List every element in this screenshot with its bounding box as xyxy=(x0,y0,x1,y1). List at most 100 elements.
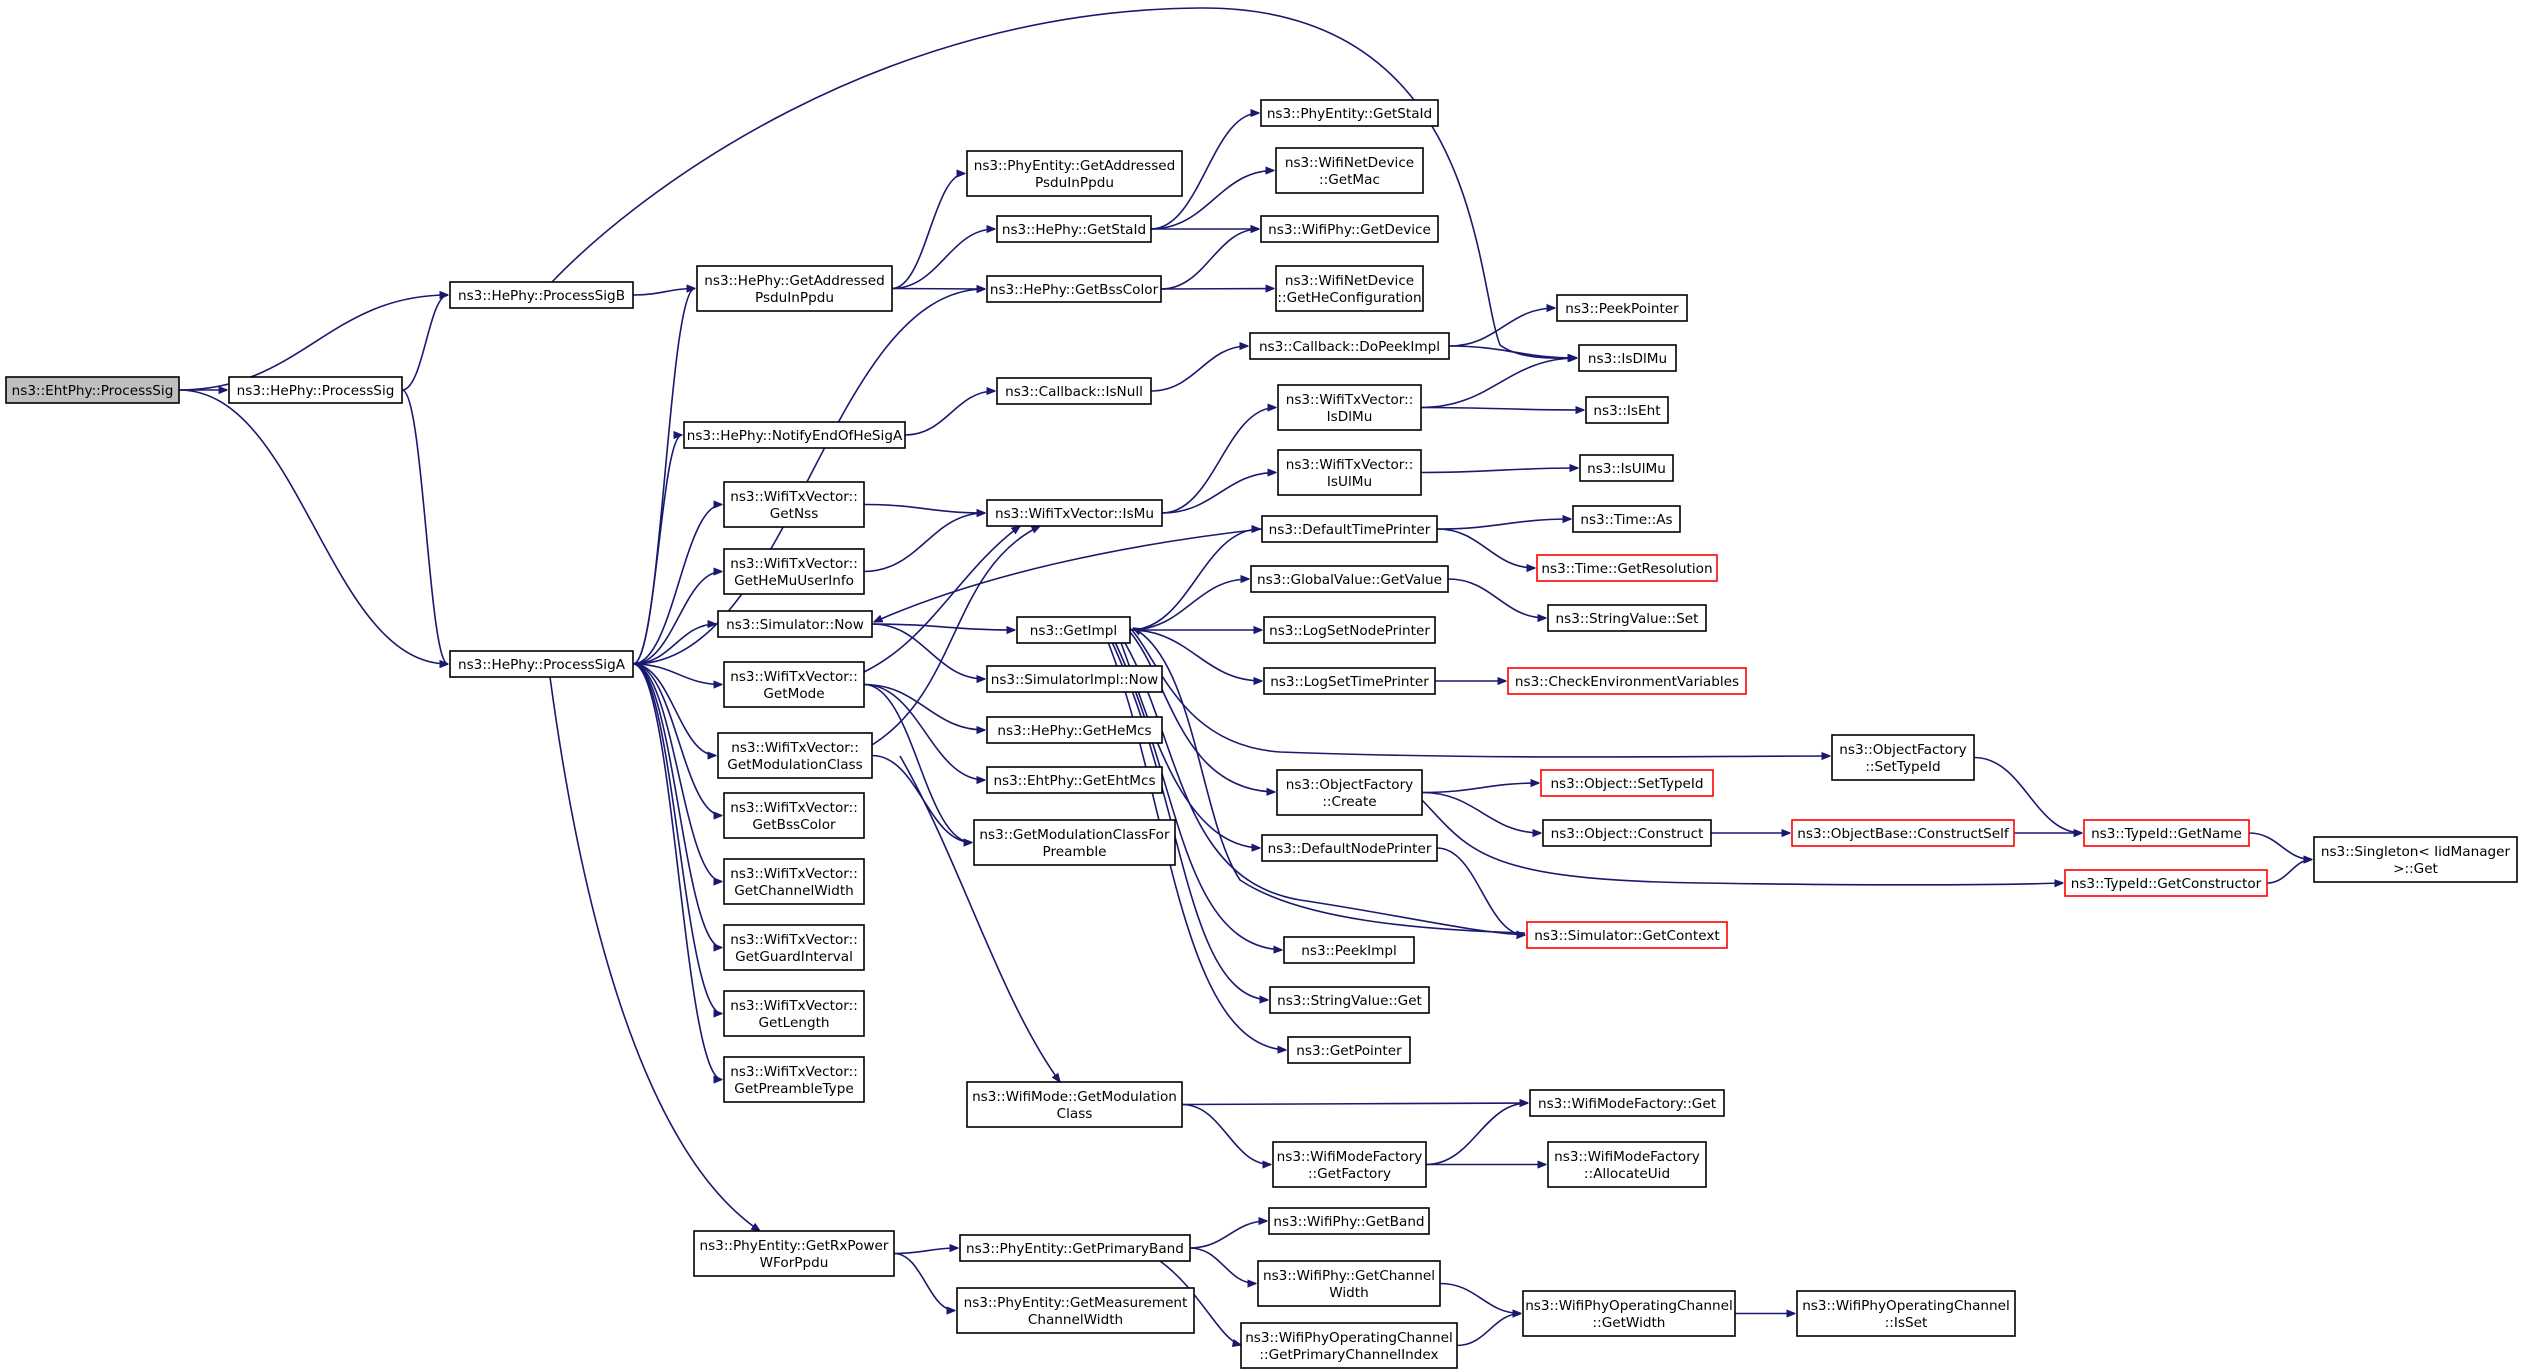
function-node-hephy-notifyendofhesiga[interactable]: ns3::HePhy::NotifyEndOfHeSigA xyxy=(683,421,906,449)
function-node-wtv-isulmu[interactable]: ns3::WifiTxVector::IsUlMu xyxy=(1277,449,1422,496)
function-node-wtv-isdlmu[interactable]: ns3::WifiTxVector::IsDlMu xyxy=(1277,384,1422,431)
function-node-wtv-getchannelwidth[interactable]: ns3::WifiTxVector::GetChannelWidth xyxy=(723,858,865,905)
function-node-phyentity-getmeasurementchannelwidth[interactable]: ns3::PhyEntity::GetMeasurementChannelWid… xyxy=(956,1287,1195,1334)
call-edge xyxy=(632,505,722,665)
function-node-wtv-getmode[interactable]: ns3::WifiTxVector::GetMode xyxy=(723,661,865,708)
node-label: ns3::IsDlMu xyxy=(1588,351,1667,367)
function-node-phyentity-getstaid[interactable]: ns3::PhyEntity::GetStaId xyxy=(1260,99,1439,127)
node-label: ns3::WifiPhyOperatingChannel xyxy=(1245,1330,1453,1346)
call-arrow xyxy=(1436,528,1535,568)
function-node-callback-isnull[interactable]: ns3::Callback::IsNull xyxy=(996,377,1152,405)
function-node-wtv-getnss[interactable]: ns3::WifiTxVector::GetNss xyxy=(723,481,865,528)
node-box xyxy=(986,766,1163,794)
function-node-time-as[interactable]: ns3::Time::As xyxy=(1572,505,1681,533)
call-edge xyxy=(1420,468,1578,474)
node-box xyxy=(1269,986,1430,1014)
function-node-singleton-get[interactable]: ns3::Singleton< IidManager >::Get xyxy=(2313,836,2518,883)
function-node-hephy-getstaid[interactable]: ns3::HePhy::GetStaId xyxy=(996,215,1152,243)
call-edge xyxy=(632,289,985,665)
function-node-wifimode-getmodulationclass[interactable]: ns3::WifiMode::GetModulationClass xyxy=(966,1081,1183,1128)
function-node-wifiphy-getdevice[interactable]: ns3::WifiPhy::GetDevice xyxy=(1260,215,1439,243)
function-node-simulator-getcontext[interactable]: ns3::Simulator::GetContext xyxy=(1526,921,1728,949)
call-arrow xyxy=(1111,641,1268,1000)
function-node-simulator-now[interactable]: ns3::Simulator::Now xyxy=(717,610,873,638)
node-box xyxy=(1791,819,2015,847)
call-arrow xyxy=(1181,1103,1528,1105)
function-node-wtv-getlength[interactable]: ns3::WifiTxVector::GetLength xyxy=(723,990,865,1037)
function-node-hephy-getbsscolor[interactable]: ns3::HePhy::GetBssColor xyxy=(986,275,1162,303)
call-edge xyxy=(551,7,1576,358)
function-node-wifiphy-getband[interactable]: ns3::WifiPhy::GetBand xyxy=(1268,1207,1430,1235)
function-node-object-settypeid[interactable]: ns3::Object::SetTypeId xyxy=(1540,769,1714,797)
function-node-wifimodefactory-allocateuid[interactable]: ns3::WifiModeFactory::AllocateUid xyxy=(1547,1141,1707,1188)
node-label: ns3::ObjectFactory xyxy=(1839,742,1966,758)
call-edge xyxy=(1129,627,1830,757)
function-node-wifinetdevice-getmac[interactable]: ns3::WifiNetDevice::GetMac xyxy=(1275,147,1424,194)
call-edge xyxy=(871,623,985,679)
function-node-defaultnodeprinter[interactable]: ns3::DefaultNodePrinter xyxy=(1261,834,1438,862)
function-node-wpoc-getwidth[interactable]: ns3::WifiPhyOperatingChannel::GetWidth xyxy=(1522,1290,1736,1337)
function-node-objectfactory-create[interactable]: ns3::ObjectFactory::Create xyxy=(1276,769,1423,816)
function-node-stringvalue-get[interactable]: ns3::StringValue::Get xyxy=(1269,986,1430,1014)
node-box xyxy=(693,1230,895,1277)
edges-layer xyxy=(178,7,2312,1346)
function-node-globalvalue-getvalue[interactable]: ns3::GlobalValue::GetValue xyxy=(1250,565,1449,593)
function-node-wtv-getbsscolor[interactable]: ns3::WifiTxVector::GetBssColor xyxy=(723,792,865,839)
function-node-hephy-processsig[interactable]: ns3::HePhy::ProcessSig xyxy=(228,376,403,404)
function-node-hephy-processsiga[interactable]: ns3::HePhy::ProcessSigA xyxy=(449,650,634,678)
function-node-hephy-processsigb[interactable]: ns3::HePhy::ProcessSigB xyxy=(449,281,634,309)
function-node-isulmu[interactable]: ns3::IsUlMu xyxy=(1579,454,1674,482)
call-arrow xyxy=(863,683,985,781)
node-label: ns3::CheckEnvironmentVariables xyxy=(1515,674,1739,690)
function-node-wtv-getpreambletype[interactable]: ns3::WifiTxVector::GetPreambleType xyxy=(723,1056,865,1103)
function-node-phyentity-getprimaryband[interactable]: ns3::PhyEntity::GetPrimaryBand xyxy=(959,1234,1191,1262)
node-box xyxy=(1261,834,1438,862)
function-node-objectbase-constructself[interactable]: ns3::ObjectBase::ConstructSelf xyxy=(1791,819,2015,847)
node-box xyxy=(1522,1290,1736,1337)
function-node-iseht[interactable]: ns3::IsEht xyxy=(1585,396,1669,424)
call-arrow xyxy=(632,663,722,816)
function-node-peekpointer[interactable]: ns3::PeekPointer xyxy=(1556,294,1688,322)
node-label: ns3::WifiModeFactory xyxy=(1554,1149,1700,1165)
function-node-wifimodefactory-getfactory[interactable]: ns3::WifiModeFactory::GetFactory xyxy=(1272,1141,1427,1188)
call-edge xyxy=(1448,308,1555,347)
call-arrow xyxy=(863,683,972,843)
function-node-defaulttimeprinter[interactable]: ns3::DefaultTimePrinter xyxy=(1261,515,1438,543)
function-node-wtv-gethemuuserinfo[interactable]: ns3::WifiTxVector::GetHeMuUserInfo xyxy=(723,548,865,595)
function-node-logsetnodeprinter[interactable]: ns3::LogSetNodePrinter xyxy=(1263,616,1436,644)
function-node-wifinetdevice-gethecfg[interactable]: ns3::WifiNetDevice::GetHeConfiguration xyxy=(1275,265,1424,312)
function-node-peekimpl[interactable]: ns3::PeekImpl xyxy=(1283,936,1415,964)
function-node-wpoc-getprimarychannelindex[interactable]: ns3::WifiPhyOperatingChannel::GetPrimary… xyxy=(1240,1322,1458,1369)
function-node-getpointer[interactable]: ns3::GetPointer xyxy=(1287,1036,1411,1064)
function-node-wtv-ismu[interactable]: ns3::WifiTxVector::IsMu xyxy=(986,499,1163,527)
node-label: ns3::WifiTxVector:: xyxy=(1286,457,1414,473)
function-node-callback-dopeekimpl[interactable]: ns3::Callback::DoPeekImpl xyxy=(1249,332,1450,360)
function-node-wtv-getguardinterval[interactable]: ns3::WifiTxVector::GetGuardInterval xyxy=(723,924,865,971)
function-node-stringvalue-set[interactable]: ns3::StringValue::Set xyxy=(1547,604,1707,632)
function-node-wtv-getmodulationclass[interactable]: ns3::WifiTxVector::GetModulationClass xyxy=(717,732,873,779)
function-node-objectfactory-settypeid[interactable]: ns3::ObjectFactory::SetTypeId xyxy=(1831,734,1975,781)
function-node-hephy-gethemcs[interactable]: ns3::HePhy::GetHeMcs xyxy=(986,716,1163,744)
node-box xyxy=(723,792,865,839)
function-node-wifiphy-getchannelwidth[interactable]: ns3::WifiPhy::GetChannelWidth xyxy=(1257,1260,1441,1307)
function-node-wpoc-isset[interactable]: ns3::WifiPhyOperatingChannel::IsSet xyxy=(1796,1290,2016,1337)
node-label: IsUlMu xyxy=(1327,474,1372,490)
function-node-time-getresolution[interactable]: ns3::Time::GetResolution xyxy=(1536,554,1718,582)
function-node-isdlmu[interactable]: ns3::IsDlMu xyxy=(1578,344,1677,372)
function-node-getimpl[interactable]: ns3::GetImpl xyxy=(1016,616,1131,644)
function-node-typeid-getconstructor[interactable]: ns3::TypeId::GetConstructor xyxy=(2064,869,2268,897)
node-label: ns3::PhyEntity::GetRxPower xyxy=(699,1238,888,1254)
function-node-typeid-getname[interactable]: ns3::TypeId::GetName xyxy=(2083,819,2250,847)
node-box xyxy=(1283,936,1415,964)
function-node-checkenvironmentvariables[interactable]: ns3::CheckEnvironmentVariables xyxy=(1507,667,1747,695)
function-node-simulatorimpl-now[interactable]: ns3::SimulatorImpl::Now xyxy=(986,665,1163,693)
function-node-ehtphy-getehtmcs[interactable]: ns3::EhtPhy::GetEhtMcs xyxy=(986,766,1163,794)
function-node-wifimodefactory-get[interactable]: ns3::WifiModeFactory::Get xyxy=(1529,1089,1725,1117)
function-node-object-construct[interactable]: ns3::Object::Construct xyxy=(1542,819,1712,847)
function-node-logsettimeprinter[interactable]: ns3::LogSetTimePrinter xyxy=(1263,667,1436,695)
node-label: ns3::WifiModeFactory::Get xyxy=(1538,1096,1716,1112)
